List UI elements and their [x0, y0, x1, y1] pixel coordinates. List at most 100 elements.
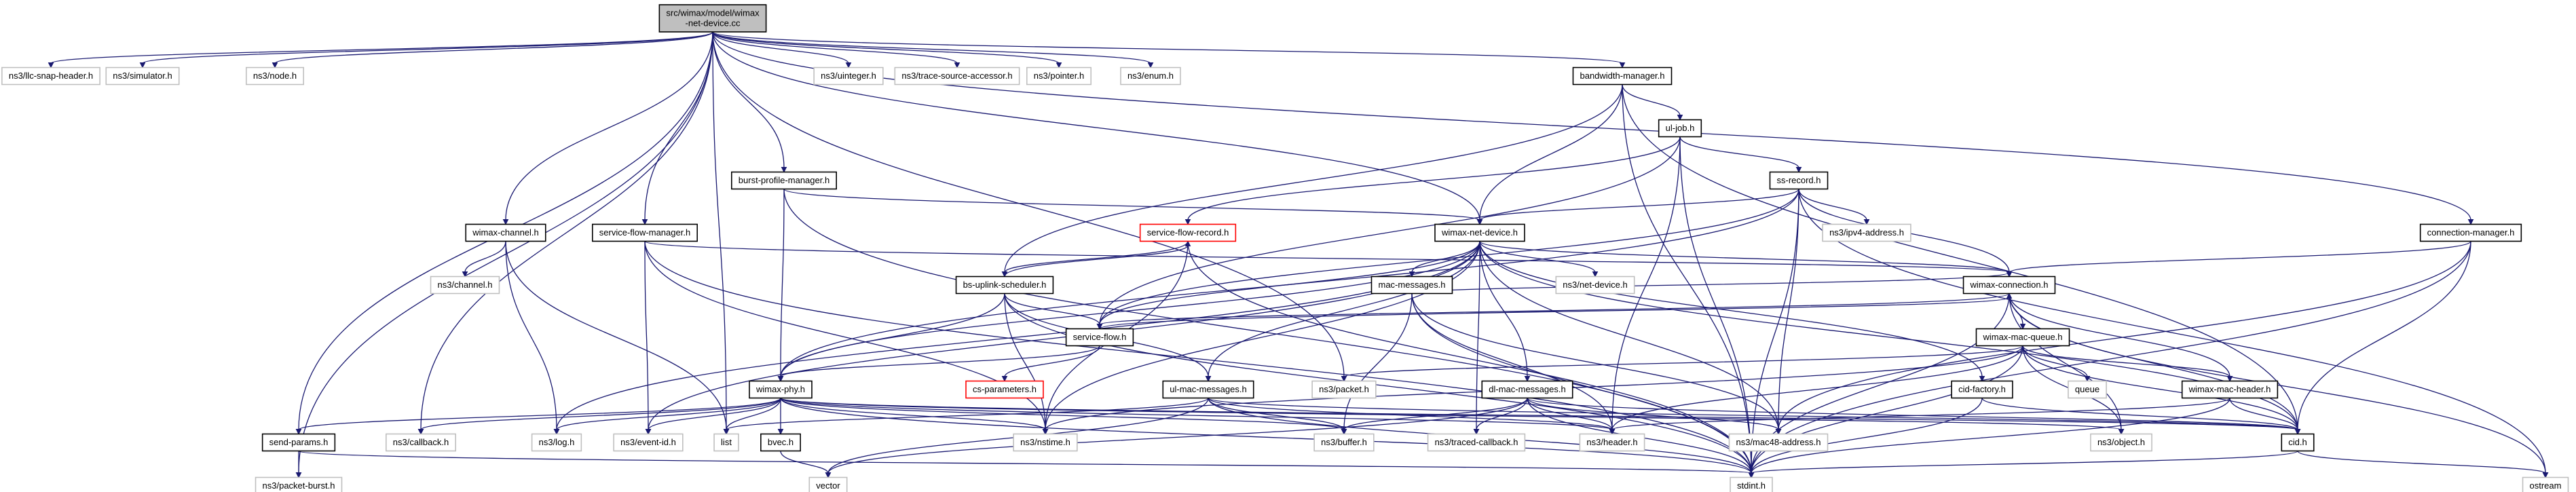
node-cid[interactable]: cid.h [2281, 433, 2315, 452]
node-sfm[interactable]: service-flow-manager.h [592, 223, 698, 242]
arrowhead-wnd-to-netdev [1592, 271, 1599, 278]
arrowhead-wphy-to-sendp [295, 429, 302, 435]
node-wconn[interactable]: wimax-connection.h [1962, 276, 2056, 295]
node-cidf[interactable]: cid-factory.h [1951, 380, 2013, 399]
node-ipv4[interactable]: ns3/ipv4-address.h [1822, 223, 1911, 242]
node-nstime[interactable]: ns3/nstime.h [1013, 433, 1078, 452]
node-traced[interactable]: ns3/traced-callback.h [1427, 433, 1526, 452]
edge-bwmgr-to-uljob [1622, 84, 1681, 116]
node-box [749, 380, 813, 399]
node-macmsg[interactable]: mac-messages.h [1370, 276, 1453, 295]
node-label: ul-mac-messages.h [1170, 384, 1246, 394]
node-ssrec[interactable]: ss-record.h [1769, 171, 1829, 190]
edge-wphy-to-stdint [780, 398, 1752, 474]
node-label: queue [2075, 384, 2099, 394]
node-label: ns3/pointer.h [1034, 71, 1084, 81]
arrowhead-sflow-to-wconn [2006, 292, 2013, 299]
node-label: connection-manager.h [2427, 227, 2515, 238]
node-label: ns3/callback.h [393, 437, 449, 447]
node-packet[interactable]: ns3/packet.h [1311, 380, 1377, 399]
node-enum[interactable]: ns3/enum.h [1120, 67, 1181, 86]
node-bwmgr[interactable]: bandwidth-manager.h [1572, 67, 1673, 86]
node-connmgr[interactable]: connection-manager.h [2419, 223, 2522, 242]
edge-bpm-to-wphy [780, 189, 785, 377]
arrowhead-wmq-to-packet [1341, 376, 1347, 382]
node-sendp[interactable]: send-params.h [261, 433, 336, 452]
node-dlmm[interactable]: dl-mac-messages.h [1481, 380, 1573, 399]
node-uljob[interactable]: ul-job.h [1658, 119, 1702, 138]
edge-sflow-to-wphy [780, 345, 1100, 378]
node-label: dl-mac-messages.h [1489, 384, 1565, 394]
node-box [261, 433, 336, 452]
node-root[interactable]: src/wimax/model/wimax-net-device.cc [658, 4, 767, 33]
node-label: ns3/ipv4-address.h [1829, 227, 1904, 238]
edge-wmh-to-stdint [1751, 398, 2230, 474]
node-object[interactable]: ns3/object.h [2090, 433, 2152, 452]
node-channel[interactable]: ns3/channel.h [430, 276, 500, 295]
node-vector[interactable]: vector [808, 476, 848, 492]
node-mac48[interactable]: ns3/mac48-address.h [1728, 433, 1829, 452]
node-simulator[interactable]: ns3/simulator.h [105, 67, 180, 86]
edge-connmgr-to-wconn [2009, 240, 2471, 273]
edge-root-to-list [712, 31, 727, 430]
node-box [1481, 380, 1573, 399]
edge-macmsg-to-mac48 [1411, 293, 1779, 430]
node-bsul[interactable]: bs-uplink-scheduler.h [955, 276, 1054, 295]
edge-uljob-to-sflow [1099, 136, 1681, 325]
arrowhead-ssrec-to-ipv4 [1863, 219, 1870, 225]
edge-wconn-to-object [2009, 293, 2122, 430]
node-label: bs-uplink-scheduler.h [963, 280, 1047, 290]
node-llc[interactable]: ns3/llc-snap-header.h [1, 67, 100, 86]
node-bpm[interactable]: burst-profile-manager.h [730, 171, 838, 190]
edge-wmq-to-packet [1343, 345, 2023, 378]
node-box [1434, 223, 1525, 242]
edge-cidf-to-cid [1981, 397, 2298, 431]
node-label: ns3/packet.h [1319, 384, 1369, 394]
edge-cid-to-stdint [1751, 450, 2298, 474]
node-box [2181, 380, 2279, 399]
edge-cid-to-ostream [2297, 450, 2546, 474]
node-eventid[interactable]: ns3/event-id.h [613, 433, 684, 452]
node-log2[interactable]: ns3/log.h [531, 433, 582, 452]
node-box [1311, 380, 1377, 399]
node-wchan[interactable]: wimax-channel.h [465, 223, 546, 242]
node-pburst[interactable]: ns3/packet-burst.h [255, 476, 343, 492]
node-ostream[interactable]: ostream [2522, 476, 2569, 492]
node-label: ns3/llc-snap-header.h [9, 71, 93, 81]
node-buffer[interactable]: ns3/buffer.h [1313, 433, 1375, 452]
node-csparams[interactable]: cs-parameters.h [965, 380, 1044, 399]
nodes-layer: src/wimax/model/wimax-net-device.cc ns3/l… [1, 4, 2569, 492]
node-sfr[interactable]: service-flow-record.h [1139, 223, 1237, 242]
node-netdev[interactable]: ns3/net-device.h [1555, 276, 1635, 295]
arrowhead-root-to-enum [1147, 62, 1154, 69]
arrowhead-sflow-to-csparams [1001, 376, 1008, 382]
node-sflow[interactable]: service-flow.h [1065, 328, 1134, 347]
node-pointer[interactable]: ns3/pointer.h [1026, 67, 1092, 86]
edges-layer [48, 31, 2549, 478]
edge-bsul-to-sflow [1004, 293, 1100, 325]
arrowhead-wphy-to-log2 [553, 429, 560, 435]
node-bvec[interactable]: bvec.h [760, 433, 801, 452]
node-box [2090, 433, 2152, 452]
node-uinteger[interactable]: ns3/uinteger.h [813, 67, 884, 86]
edge-wphy-to-header [780, 397, 1613, 431]
edge-wnd-to-netdev [1479, 241, 1596, 273]
node-stdint[interactable]: stdint.h [1730, 476, 1773, 492]
node-node[interactable]: ns3/node.h [246, 67, 304, 86]
node-queue[interactable]: queue [2068, 380, 2107, 399]
node-wmh[interactable]: wimax-mac-header.h [2181, 380, 2279, 399]
arrowhead-sflow-to-wphy [777, 376, 784, 382]
edge-ulmm-to-list [726, 397, 1209, 431]
node-box [430, 276, 500, 295]
node-header[interactable]: ns3/header.h [1579, 433, 1645, 452]
node-wphy[interactable]: wimax-phy.h [749, 380, 813, 399]
node-wmq[interactable]: wimax-mac-queue.h [1975, 328, 2070, 347]
node-list[interactable]: list [713, 433, 739, 452]
edge-sfr-to-bsul [1004, 241, 1189, 273]
node-ulmm[interactable]: ul-mac-messages.h [1162, 380, 1254, 399]
node-callback[interactable]: ns3/callback.h [386, 433, 456, 452]
node-tsa[interactable]: ns3/trace-source-accessor.h [894, 67, 1020, 86]
node-wnd[interactable]: wimax-net-device.h [1434, 223, 1525, 242]
node-label: ns3/buffer.h [1321, 437, 1367, 447]
edge-ssrec-to-ipv4 [1798, 189, 1867, 221]
